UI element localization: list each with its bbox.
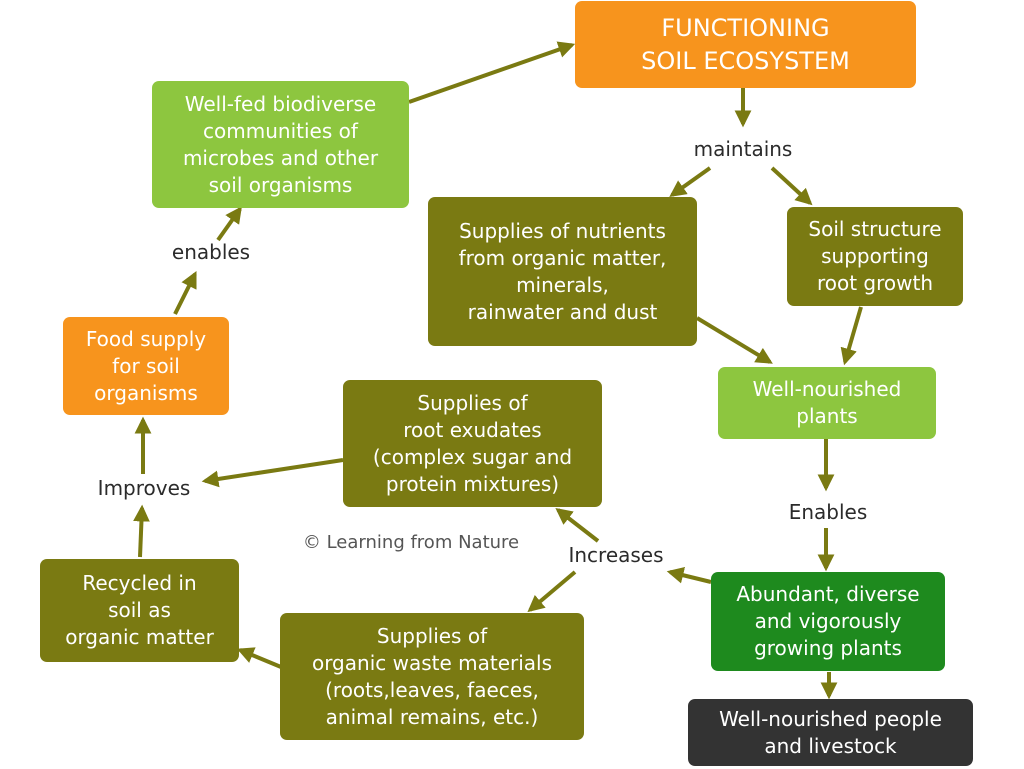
enables-label-right: Enables [788, 500, 868, 524]
people-livestock-box: Well-nourished people and livestock [688, 699, 973, 766]
improves-label: Improves [97, 476, 191, 500]
well-nourished-plants-box: Well-nourished plants [718, 367, 936, 439]
communities-box: Well-fed biodiverse communities of micro… [152, 81, 409, 208]
arrow-waste-to-recycled [236, 647, 282, 669]
abundant-plants-box: Abundant, diverse and vigorously growing… [711, 572, 945, 671]
arrow-enables-to-communities [216, 206, 242, 242]
maintains-label: maintains [693, 137, 793, 161]
arrow-abundant-to-increases [666, 567, 712, 584]
arrow-increases-to-waste [527, 570, 577, 613]
enables-label-left: enables [171, 240, 251, 264]
soil-structure-box: Soil structure supporting root growth [787, 207, 963, 306]
functioning-soil-ecosystem-box: FUNCTIONING SOIL ECOSYSTEM [575, 1, 916, 88]
arrow-maintains-to-structure [770, 166, 813, 206]
arrow-recycled-to-improves [133, 504, 150, 558]
arrow-exudates-to-improves [201, 458, 344, 488]
food-supply-box: Food supply for soil organisms [63, 317, 229, 415]
arrow-structure-to-plants [840, 306, 863, 366]
nutrients-box: Supplies of nutrients from organic matte… [428, 197, 697, 346]
arrow-maintains-to-nutrients [669, 166, 712, 197]
recycled-box: Recycled in soil as organic matter [40, 559, 239, 662]
arrow-increases-to-exudates [555, 507, 600, 543]
arrow-food-to-enables [173, 270, 197, 315]
organic-waste-box: Supplies of organic waste materials (roo… [280, 613, 584, 740]
root-exudates-box: Supplies of root exudates (complex sugar… [343, 380, 602, 507]
increases-label: Increases [568, 543, 664, 567]
copyright-text: © Learning from Nature [302, 532, 520, 553]
arrow-nutrients-to-plants [695, 316, 773, 364]
arrow-communities-to-main [408, 41, 576, 104]
